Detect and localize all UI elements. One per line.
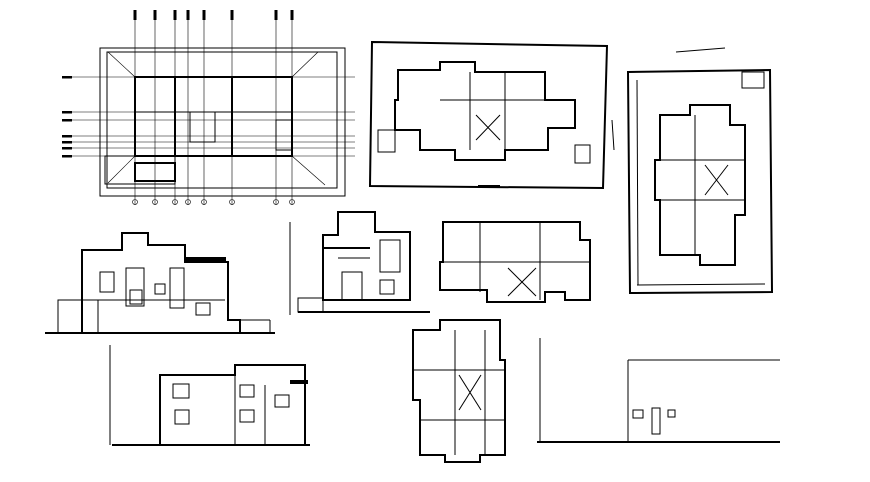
north-arrow bbox=[611, 47, 726, 151]
grid-marker bbox=[62, 76, 72, 79]
floor-plan-framed bbox=[368, 40, 609, 190]
grid-marker bbox=[186, 10, 190, 20]
grid-marker bbox=[230, 10, 234, 20]
grid-marker bbox=[173, 10, 177, 20]
floor-plan-middle bbox=[439, 221, 591, 303]
grid-marker bbox=[153, 10, 157, 20]
grid-bubble bbox=[289, 199, 295, 205]
section-outline bbox=[537, 338, 780, 443]
grid-marker bbox=[202, 10, 206, 20]
grid-marker bbox=[62, 147, 72, 150]
grid-marker bbox=[62, 155, 72, 158]
floor-plan-right bbox=[626, 68, 774, 295]
rear-elevation bbox=[109, 345, 310, 446]
floor-plan-grid bbox=[62, 10, 355, 205]
grid-marker bbox=[62, 111, 72, 114]
grid-marker bbox=[62, 119, 72, 122]
grid-bubble bbox=[185, 199, 191, 205]
grid-bubble bbox=[132, 199, 138, 205]
grid-marker bbox=[62, 135, 72, 138]
grid-marker bbox=[274, 10, 278, 20]
grid-marker bbox=[62, 141, 72, 144]
grid-bubble bbox=[172, 199, 178, 205]
front-elevation bbox=[45, 232, 275, 334]
grid-bubble bbox=[201, 199, 207, 205]
side-elevation bbox=[289, 211, 430, 315]
floor-plan-lower bbox=[412, 319, 506, 463]
grid-bubble bbox=[152, 199, 158, 205]
grid-bubble bbox=[273, 199, 279, 205]
grid-bubble bbox=[229, 199, 235, 205]
grid-marker bbox=[290, 10, 294, 20]
grid-marker bbox=[133, 10, 137, 20]
